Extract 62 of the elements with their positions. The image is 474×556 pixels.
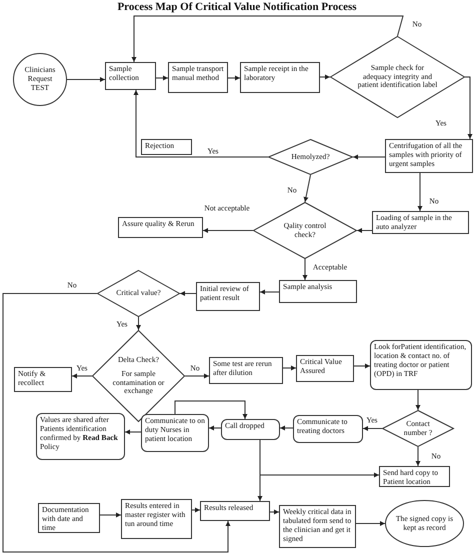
process-box — [209, 357, 283, 384]
process-box — [36, 413, 125, 460]
arrow — [184, 374, 210, 378]
arrow — [352, 154, 386, 160]
terminal-ellipse — [385, 500, 464, 547]
arrow — [418, 172, 422, 212]
process-box — [370, 340, 472, 390]
process-box — [385, 139, 473, 173]
process-box — [168, 62, 228, 93]
process-box — [379, 466, 450, 487]
arrow — [2, 293, 230, 552]
process-box — [279, 280, 357, 303]
process-box — [200, 501, 270, 521]
decision-diamond — [97, 270, 180, 317]
arrow — [356, 228, 372, 233]
arrow — [260, 290, 280, 294]
terminal-ellipse — [13, 53, 67, 106]
arrow — [270, 510, 280, 514]
arrow — [228, 76, 240, 80]
process-box — [121, 499, 192, 539]
arrow — [136, 316, 141, 330]
process-box — [240, 62, 320, 93]
arrow — [100, 512, 122, 518]
arrow — [356, 521, 386, 526]
arrow — [416, 446, 420, 466]
decision-diamond — [253, 202, 357, 259]
process-box — [14, 367, 72, 392]
process-box — [105, 62, 156, 90]
arrow — [134, 90, 268, 158]
diagram-title: Process Map Of Critical Value Notification Process — [116, 1, 358, 14]
process-box — [293, 415, 363, 443]
process-box — [296, 355, 354, 382]
arrow — [208, 426, 222, 430]
arrow — [280, 426, 294, 430]
arrow — [416, 390, 420, 410]
process-box — [118, 217, 203, 238]
arrow — [66, 77, 106, 82]
arrow — [362, 426, 382, 431]
arrow — [156, 76, 168, 80]
arrow — [180, 291, 196, 296]
process-box — [141, 139, 192, 155]
arrow — [320, 74, 330, 80]
arrow — [192, 508, 200, 512]
arrow — [354, 364, 370, 368]
arrow — [464, 76, 472, 140]
process-box — [372, 211, 469, 234]
process-box — [38, 503, 100, 533]
arrow — [132, 16, 404, 62]
decision-diamond — [268, 139, 353, 175]
arrow — [302, 258, 308, 280]
arrow — [202, 228, 254, 233]
decision-diamond — [382, 410, 454, 447]
process-box — [141, 414, 209, 452]
arrow — [304, 174, 311, 202]
arrow — [124, 430, 142, 434]
arrow — [174, 400, 248, 420]
arrow — [72, 374, 92, 378]
process-box — [221, 419, 280, 440]
arrow — [260, 440, 380, 478]
arrow — [282, 366, 296, 370]
decision-diamond — [330, 36, 465, 118]
process-box — [196, 282, 260, 311]
